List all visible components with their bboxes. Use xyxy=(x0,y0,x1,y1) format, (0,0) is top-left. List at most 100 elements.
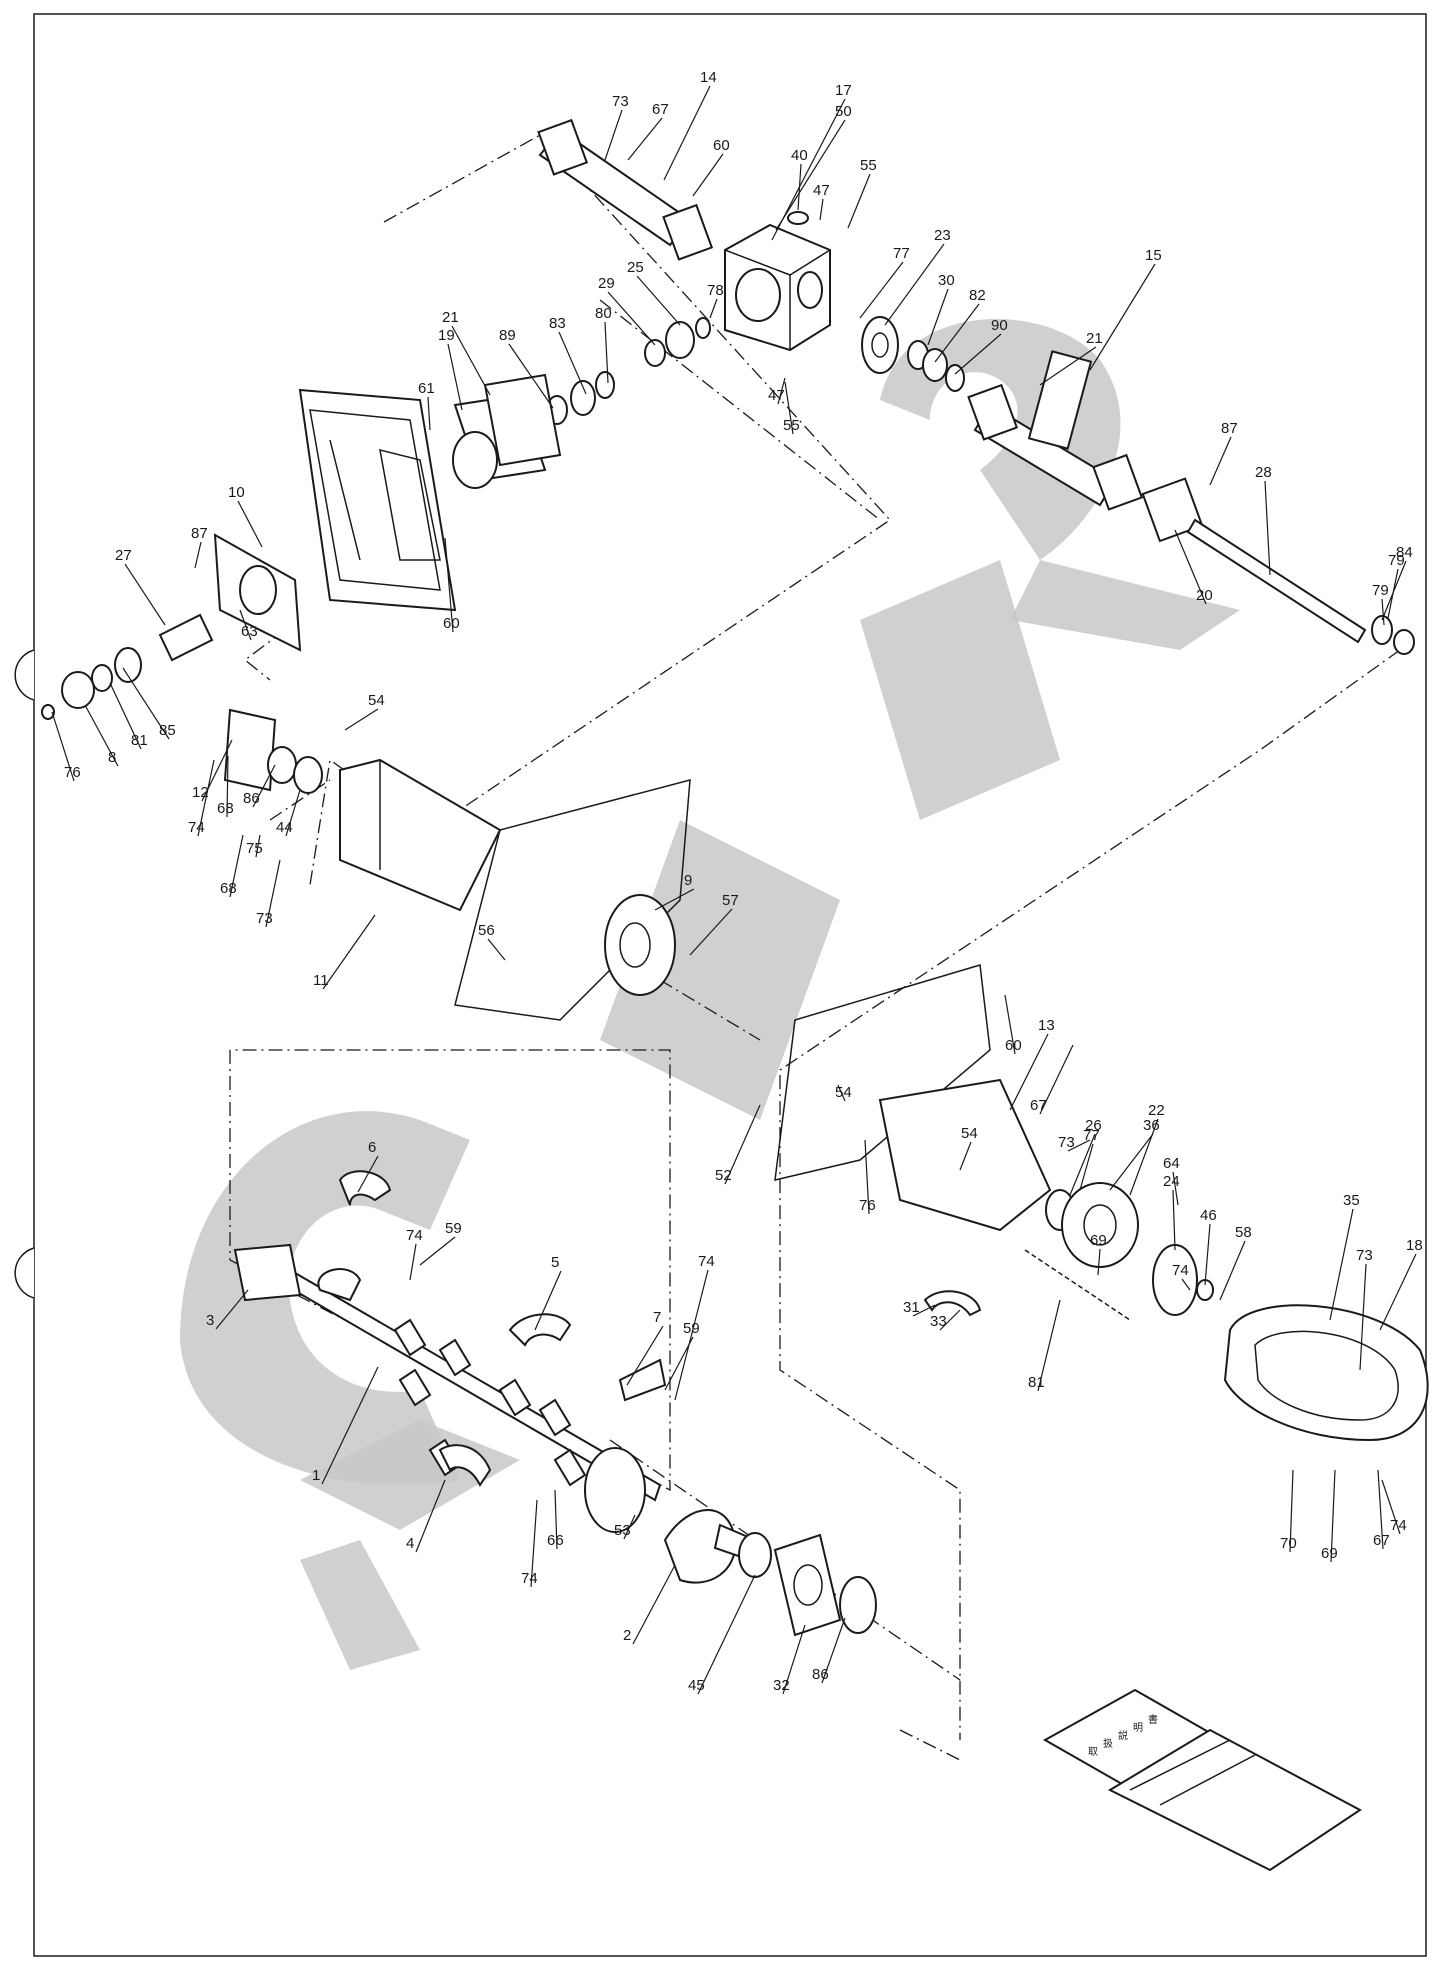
part-84-bearing xyxy=(267,746,297,784)
callout-leader-73 xyxy=(265,859,281,928)
callout-leader-21 xyxy=(451,325,491,396)
callout-leader-52 xyxy=(724,1104,761,1185)
part-callouts: 1234567891011121314151718192021212223242… xyxy=(51,69,1423,1695)
part-89-90-manuals xyxy=(1042,1688,1362,1872)
part-77-ring xyxy=(695,317,711,339)
callout-leader-24 xyxy=(1172,1189,1176,1251)
callout-leader-75 xyxy=(255,834,261,858)
callout-label-9: 9 xyxy=(684,872,692,889)
manual-cover-mark-4: 明 xyxy=(1133,1722,1143,1734)
callout-label-63: 63 xyxy=(241,623,258,640)
part-78-ring xyxy=(1393,629,1415,655)
callout-leader-40 xyxy=(797,163,802,211)
callout-label-15: 15 xyxy=(1145,247,1162,264)
part-6-tine xyxy=(338,1170,392,1206)
callout-label-13: 13 xyxy=(1038,1017,1055,1034)
callout-label-20: 20 xyxy=(1196,587,1213,604)
rotor-end-flange xyxy=(584,1447,646,1533)
callout-leader-86 xyxy=(252,764,276,808)
callout-label-87: 87 xyxy=(1221,420,1238,437)
callout-leader-73 xyxy=(1359,1263,1367,1371)
part-81-bearing-left xyxy=(570,380,596,416)
manual-cover-mark-2: 扱 xyxy=(1103,1738,1113,1750)
part-4-tine xyxy=(438,1444,492,1487)
callout-label-79: 79 xyxy=(1372,582,1389,599)
callout-leader-76 xyxy=(864,1139,870,1215)
callout-leader-55 xyxy=(847,173,871,229)
part-80-chain xyxy=(1024,1249,1131,1321)
part-24-sprocket xyxy=(1152,1244,1198,1316)
binder-hole-top xyxy=(14,649,35,701)
callout-leader-32 xyxy=(782,1624,806,1695)
callout-leader-47 xyxy=(777,377,786,405)
callout-leader-77 xyxy=(859,261,904,319)
callout-label-73: 73 xyxy=(256,910,273,927)
callout-leader-77 xyxy=(1079,1143,1094,1191)
callout-leader-84 xyxy=(1381,560,1407,621)
callout-leader-64 xyxy=(1172,1171,1179,1206)
part-32-housing xyxy=(773,1533,842,1637)
callout-label-82: 82 xyxy=(969,287,986,304)
callout-label-86: 86 xyxy=(243,790,260,807)
callout-leader-63 xyxy=(239,609,252,641)
manual-cover-mark-3: 説 xyxy=(1118,1729,1128,1742)
callout-label-80: 80 xyxy=(595,305,612,322)
callout-leader-25 xyxy=(636,275,681,326)
part-7-guard xyxy=(618,1358,667,1402)
callout-label-8: 8 xyxy=(108,749,116,766)
callout-leader-31 xyxy=(912,1304,936,1317)
part-28-shaft xyxy=(1186,518,1367,644)
callout-label-29: 29 xyxy=(598,275,615,292)
callout-leader-61 xyxy=(427,396,431,431)
callout-label-54: 54 xyxy=(835,1084,852,1101)
callout-leader-79 xyxy=(1381,598,1385,626)
callout-label-58: 58 xyxy=(1235,1224,1252,1241)
callout-label-5: 5 xyxy=(551,1254,559,1271)
part-27-shaft xyxy=(158,613,214,662)
callout-label-74: 74 xyxy=(188,819,205,836)
callout-label-69: 69 xyxy=(1090,1232,1107,1249)
callout-label-19: 19 xyxy=(438,327,455,344)
part-85-bearing xyxy=(839,1576,877,1634)
callout-label-33: 33 xyxy=(930,1313,947,1330)
manual-cover-mark-5: 書 xyxy=(1148,1713,1158,1726)
callout-label-54: 54 xyxy=(368,692,385,709)
part-79-ring xyxy=(91,664,113,692)
callout-label-54: 54 xyxy=(961,1125,978,1142)
manual-cover-text: 取 扱 説 明 書 xyxy=(1088,1713,1158,1758)
part-23-gear xyxy=(861,316,899,374)
callout-leader-26 xyxy=(1069,1133,1096,1196)
callout-label-22: 22 xyxy=(1148,1102,1165,1119)
part-81-bearing xyxy=(922,348,948,382)
part-18-35-chain-case xyxy=(1223,1304,1429,1442)
callout-label-50: 50 xyxy=(835,103,852,120)
callout-leader-60 xyxy=(444,537,454,633)
callout-leader-3 xyxy=(215,1289,249,1330)
part-76-ring xyxy=(41,704,55,720)
part-45-seal xyxy=(738,1532,772,1578)
callout-leader-81 xyxy=(109,682,142,750)
callout-label-76: 76 xyxy=(859,1197,876,1214)
callout-label-27: 27 xyxy=(115,547,132,564)
callout-leader-80 xyxy=(604,321,609,384)
part-83-bearing xyxy=(114,647,142,683)
callout-leader-4 xyxy=(415,1479,446,1553)
callout-leader-82 xyxy=(934,303,980,363)
callout-label-73: 73 xyxy=(612,93,629,110)
part-11-cover xyxy=(339,758,502,912)
callout-label-73: 73 xyxy=(1356,1247,1373,1264)
callout-leader-36 xyxy=(1109,1133,1154,1191)
callout-label-47: 47 xyxy=(813,182,830,199)
callout-leader-15 xyxy=(1089,263,1156,371)
callout-label-84: 84 xyxy=(1396,544,1413,561)
callout-leader-69 xyxy=(1097,1248,1101,1276)
callout-leader-74 xyxy=(674,1269,709,1401)
callout-label-4: 4 xyxy=(406,1535,414,1552)
callout-label-35: 35 xyxy=(1343,1192,1360,1209)
callout-label-76: 76 xyxy=(64,764,81,781)
callout-label-75: 75 xyxy=(246,840,263,857)
callout-label-40: 40 xyxy=(791,147,808,164)
callout-label-25: 25 xyxy=(627,259,644,276)
